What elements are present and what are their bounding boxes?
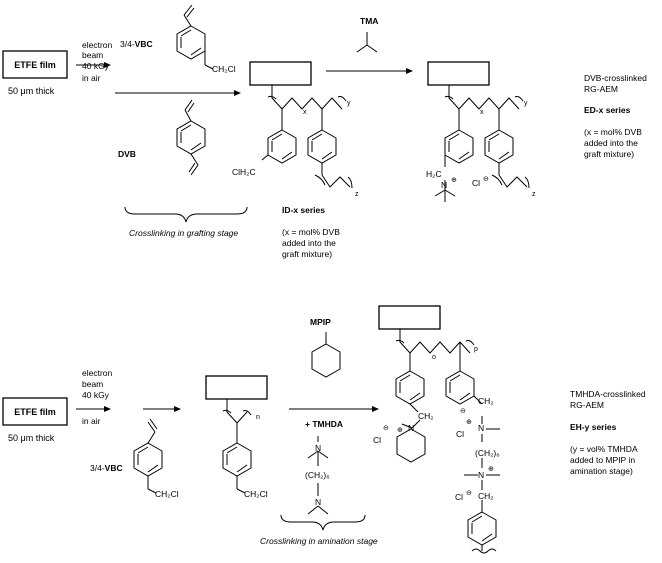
eh-y-title-1: TMHDA-crosslinked xyxy=(570,389,646,399)
tmhda-ch2-6: (CH₂)₆ xyxy=(305,470,330,480)
vbc-ch2cl: CH₂Cl xyxy=(212,64,236,74)
tmhda-n-bottom: N xyxy=(315,497,321,507)
tmhda-label: + TMHDA xyxy=(305,419,343,429)
mpip-label: MPIP xyxy=(310,317,331,327)
vbc-monomer-2 xyxy=(133,418,163,494)
irradiation2-line-1: electron xyxy=(82,368,113,378)
id-x-sub-z: z xyxy=(355,191,359,198)
ed-x-title-1: DVB-crosslinked xyxy=(584,73,647,83)
eh-y-minus-1: ⊖ xyxy=(383,425,389,432)
eh-y-n-right: N xyxy=(478,423,484,433)
eh-y-sub-o: o xyxy=(432,354,436,361)
eh-y-cl-2: Cl xyxy=(456,429,464,439)
etfe-film-label: ETFE film xyxy=(14,60,56,70)
vbc-prefix-2: 3/4-VBC xyxy=(90,463,123,473)
eh-y-plus-bottom: ⊕ xyxy=(488,466,494,473)
eh-y-desc-2: added to MPIP in xyxy=(570,455,635,465)
ed-x-copolymer xyxy=(427,61,530,202)
dvb-label: DVB xyxy=(118,149,136,159)
eh-y-n-bottom: N xyxy=(478,470,484,480)
id-x-sub-x: x xyxy=(303,109,307,116)
ed-x-desc-2: added into the xyxy=(584,138,638,148)
ed-x-h2c: H₂C xyxy=(426,169,442,179)
vbc-monomer xyxy=(176,4,214,70)
ed-x-series-name: ED-x series xyxy=(584,105,631,115)
eh-y-desc-1: (y = vol% TMHDA xyxy=(570,444,638,454)
amination-crosslink-note: Crosslinking in amination stage xyxy=(260,536,378,546)
dvb-monomer xyxy=(176,99,206,176)
eh-y-plus-right: ⊕ xyxy=(466,419,472,426)
ed-x-plus-sign: ⊕ xyxy=(451,177,457,184)
eh-y-copolymer xyxy=(378,305,500,554)
tma-label: TMA xyxy=(360,16,378,26)
atmosphere-label: in air xyxy=(82,73,101,83)
grafted-vbc-polymer xyxy=(205,375,268,494)
eh-y-minus-2: ⊖ xyxy=(460,408,466,415)
irradiation-line-3: 40 kGy xyxy=(82,61,110,71)
eh-y-ch2-6: (CH₂)₆ xyxy=(475,448,500,458)
etfe-film-box xyxy=(2,50,68,79)
atmosphere-label-2: in air xyxy=(82,416,101,426)
ed-x-cl: Cl xyxy=(472,178,480,188)
irradiation-line-1: electron xyxy=(82,40,113,50)
film-thickness: 50 μm thick xyxy=(8,86,55,96)
eh-y-series-name: EH-y series xyxy=(570,422,617,432)
ed-x-desc-1: (x = mol% DVB xyxy=(584,127,642,137)
tma-structure xyxy=(356,32,378,53)
id-x-sub-y: y xyxy=(347,100,351,107)
eh-y-ch2-right: CH₂ xyxy=(478,396,494,406)
vbc-ch2cl-2: CH₂Cl xyxy=(155,489,179,499)
grafting-brace xyxy=(124,206,248,223)
id-x-series-name: ID-x series xyxy=(282,205,325,215)
ed-x-n-plus: N xyxy=(441,180,447,190)
eh-y-desc-3: amination stage) xyxy=(570,466,633,476)
bottom-scheme: ETFE film 50 μm thick electron beam 40 k… xyxy=(2,305,646,554)
irradiation2-line-3: 40 kGy xyxy=(82,390,110,400)
irradiation2-line-2: beam xyxy=(82,379,103,389)
eh-y-plus-left: ⊕ xyxy=(397,427,403,434)
ed-x-desc-3: graft mixture) xyxy=(584,149,634,159)
id-x-desc-2: added into the xyxy=(282,238,336,248)
ed-x-title-2: RG-AEM xyxy=(584,84,618,94)
eh-y-cl-1: Cl xyxy=(373,435,381,445)
etfe-film-box-2 xyxy=(2,397,68,426)
ed-x-sub-x: x xyxy=(480,109,484,116)
eh-y-sub-p: p xyxy=(474,346,478,353)
id-x-desc-3: graft mixture) xyxy=(282,249,332,259)
mpip-structure xyxy=(311,332,341,378)
film-thickness-2: 50 μm thick xyxy=(8,433,55,443)
grafting-crosslink-note: Crosslinking in grafting stage xyxy=(129,228,238,238)
irradiation-line-2: beam xyxy=(82,50,103,60)
tmhda-n-top: N xyxy=(315,443,321,453)
id-x-clh2c: ClH₂C xyxy=(232,167,256,177)
eh-y-ch2-bottom: CH₂ xyxy=(478,491,494,501)
etfe-film-label-2: ETFE film xyxy=(14,407,56,417)
grafted-sub-n: n xyxy=(256,414,260,421)
ed-x-sub-y: y xyxy=(524,100,528,107)
eh-y-cl-3: Cl xyxy=(455,492,463,502)
eh-y-n-left: N xyxy=(408,423,414,433)
amination-brace xyxy=(280,514,366,531)
ed-x-sub-z: z xyxy=(532,191,536,198)
tmhda-structure xyxy=(307,436,329,515)
top-scheme: ETFE film 50 μm thick electron beam 40 k… xyxy=(2,4,647,259)
grafted-ch2cl: CH₂Cl xyxy=(244,489,268,499)
eh-y-title-2: RG-AEM xyxy=(570,400,604,410)
vbc-prefix: 3/4-VBC xyxy=(120,39,153,49)
ed-x-minus-sign: ⊖ xyxy=(483,176,489,183)
eh-y-ch2-left: CH₂ xyxy=(418,411,434,421)
id-x-copolymer xyxy=(249,61,353,189)
eh-y-minus-3: ⊖ xyxy=(466,490,472,497)
id-x-desc-1: (x = mol% DVB xyxy=(282,227,340,237)
